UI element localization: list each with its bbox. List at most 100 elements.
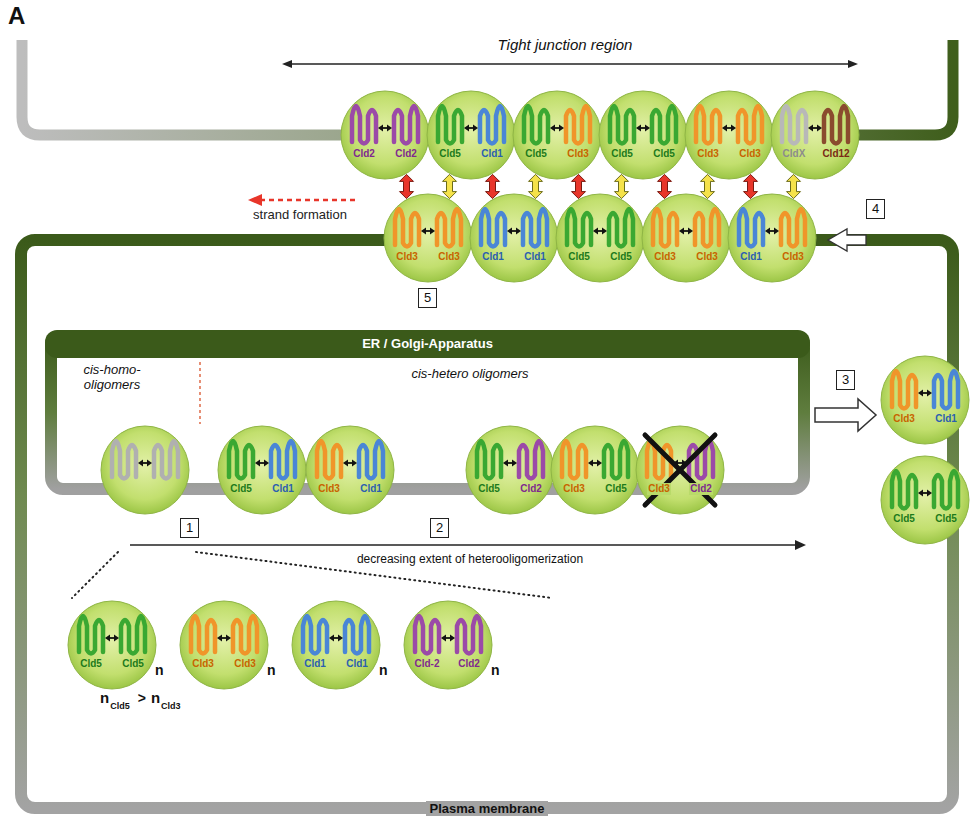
claudin-pair-illustration xyxy=(426,90,516,180)
claudin-label-holder: Cld2 xyxy=(520,483,542,495)
claudin-label-holder: Cld3 xyxy=(563,483,585,495)
callout-number: 3 xyxy=(836,370,855,390)
claudin-pair-circle: Cld5Cld5n xyxy=(67,600,157,690)
claudin-pair-illustration xyxy=(291,600,381,690)
claudin-pair-circle: Cld3Cld1 xyxy=(880,355,970,445)
claudin-pair-circle: Cld3 Cld2 xyxy=(635,425,725,515)
oligomer-count-label-holder: n xyxy=(155,662,164,678)
claudin-label-holder: Cld1 xyxy=(481,148,503,160)
annotation-label-holder: Cld5 xyxy=(110,701,130,711)
oligomer-count-label: n xyxy=(155,662,164,678)
claudin-label-holder: Cld5 xyxy=(439,148,461,160)
claudin-label: Cld3 xyxy=(567,148,589,160)
claudin-label-holder: Cld3 xyxy=(396,251,418,263)
claudin-label-holder: Cld-2 xyxy=(415,658,440,670)
claudin-label-holder: Cld3 xyxy=(654,251,676,263)
plasma-membrane-cell: Plasma membraneER / Golgi-ApparatusCld5C… xyxy=(15,234,959,814)
claudin-pair-illustration xyxy=(770,90,860,180)
claudin-label: Cld3 xyxy=(654,251,676,263)
region-double-arrow xyxy=(282,60,858,68)
claudin-label: Cld3 xyxy=(696,251,718,263)
claudin-label-holder: Cld5 xyxy=(525,148,547,160)
claudin-label: Cld-2 xyxy=(415,658,440,670)
annotation-label-holder: Tight junction region xyxy=(498,36,633,53)
annotation-label: strand formation xyxy=(253,207,347,222)
claudin-label-holder: Cld2 xyxy=(458,658,480,670)
claudin-pair-circle: Cld1Cld3 xyxy=(727,193,817,283)
claudin-label-holder: Cld5 xyxy=(605,483,627,495)
annotation-label: > xyxy=(138,690,146,706)
annotation-label: Tight junction region xyxy=(498,36,633,53)
annotation-label-holder: n xyxy=(100,689,109,706)
claudin-label-holder: Cld5 xyxy=(653,148,675,160)
claudin-pair-circle: Cld5 Cld2 xyxy=(465,425,555,515)
claudin-label: Cld5 xyxy=(525,148,547,160)
claudin-label: Cld1 xyxy=(481,148,503,160)
claudin-label: Cld12 xyxy=(822,148,849,160)
claudin-label-holder: Cld3 xyxy=(647,483,671,495)
annotation-label: n xyxy=(151,689,160,706)
claudin-label-holder: Cld3 xyxy=(893,413,915,425)
homo-oligomer-circle xyxy=(101,426,189,514)
divider-dashed-line xyxy=(199,362,200,424)
cell-membrane-outline xyxy=(15,234,959,814)
trans-interaction-arrow xyxy=(486,174,500,198)
claudin-label: Cld1 xyxy=(346,658,368,670)
callout-number: 2 xyxy=(430,518,449,538)
claudin-label: Cld3 xyxy=(192,658,214,670)
claudin-pair-circle: Cld1Cld1n xyxy=(291,600,381,690)
claudin-label: Cld5 xyxy=(439,148,461,160)
annotation-label-holder: strand formation xyxy=(253,207,347,222)
claudin-pair-circle: Cld5 Cld5 xyxy=(555,193,645,283)
claudin-label: Cld5 xyxy=(80,658,102,670)
claudin-label: Cld5 xyxy=(605,483,627,495)
claudin-label-holder: Cld3 xyxy=(696,251,718,263)
oligomer-count-label: n xyxy=(267,662,276,678)
claudin-label: Cld5 xyxy=(653,148,675,160)
claudin-label: Cld2 xyxy=(520,483,542,495)
claudin-label: Cld2 xyxy=(689,483,713,495)
claudin-label: Cld2 xyxy=(353,148,375,160)
claudin-pair-illustration xyxy=(305,425,395,515)
annotation-label-holder: Cld3 xyxy=(161,701,181,711)
claudin-label: Cld1 xyxy=(524,251,546,263)
claudin-pair-circle: Cld2 Cld2 xyxy=(340,90,430,180)
claudin-label-holder: CldX xyxy=(783,148,806,160)
claudin-label: Cld1 xyxy=(482,251,504,263)
trans-interaction-arrow xyxy=(658,174,672,198)
claudin-label: Cld5 xyxy=(568,251,590,263)
annotation-label-holder: decreasing extent of heterooligomerizati… xyxy=(355,552,585,566)
annotation-label: n xyxy=(100,689,109,706)
annotation-label: decreasing extent of heterooligomerizati… xyxy=(355,552,585,566)
trans-interaction-arrow xyxy=(787,174,801,198)
claudin-pair-circle: Cld5 Cld1 xyxy=(426,90,516,180)
claudin-label-holder: Cld3 xyxy=(697,148,719,160)
callout-number: 4 xyxy=(866,199,885,219)
claudin-pair-circle: Cld5Cld1 xyxy=(217,425,307,515)
claudin-label: Cld5 xyxy=(893,513,915,525)
claudin-label: Cld5 xyxy=(610,251,632,263)
claudin-pair-illustration xyxy=(641,193,731,283)
claudin-label: Cld3 xyxy=(697,148,719,160)
claudin-pair-illustration xyxy=(179,600,269,690)
claudin-label: Cld5 xyxy=(478,483,500,495)
claudin-pair-illustration xyxy=(217,425,307,515)
callout-number-holder: 3 xyxy=(836,370,855,390)
annotation-label: Cld5 xyxy=(110,701,130,711)
claudin-pair-illustration xyxy=(465,425,555,515)
claudin-label: Cld3 xyxy=(647,483,671,495)
claudin-label-holder: Cld5 xyxy=(568,251,590,263)
claudin-label: Cld5 xyxy=(611,148,633,160)
claudin-pair-circle: CldX Cld12 xyxy=(770,90,860,180)
claudin-label-holder: Cld1 xyxy=(360,483,382,495)
oligomer-count-label-holder: n xyxy=(491,662,500,678)
claudin-pair-illustration xyxy=(635,425,725,515)
claudin-label: Cld2 xyxy=(395,148,417,160)
claudin-pair-illustration xyxy=(340,90,430,180)
claudin-label: Cld3 xyxy=(396,251,418,263)
claudin-pair-circle: Cld3 Cld5 xyxy=(550,425,640,515)
claudin-label: Cld3 xyxy=(234,658,256,670)
claudin-pair-circle: Cld-2Cld2n xyxy=(403,600,493,690)
membrane-label-holder: Plasma membrane xyxy=(426,801,549,816)
trans-interaction-arrow xyxy=(615,174,629,198)
